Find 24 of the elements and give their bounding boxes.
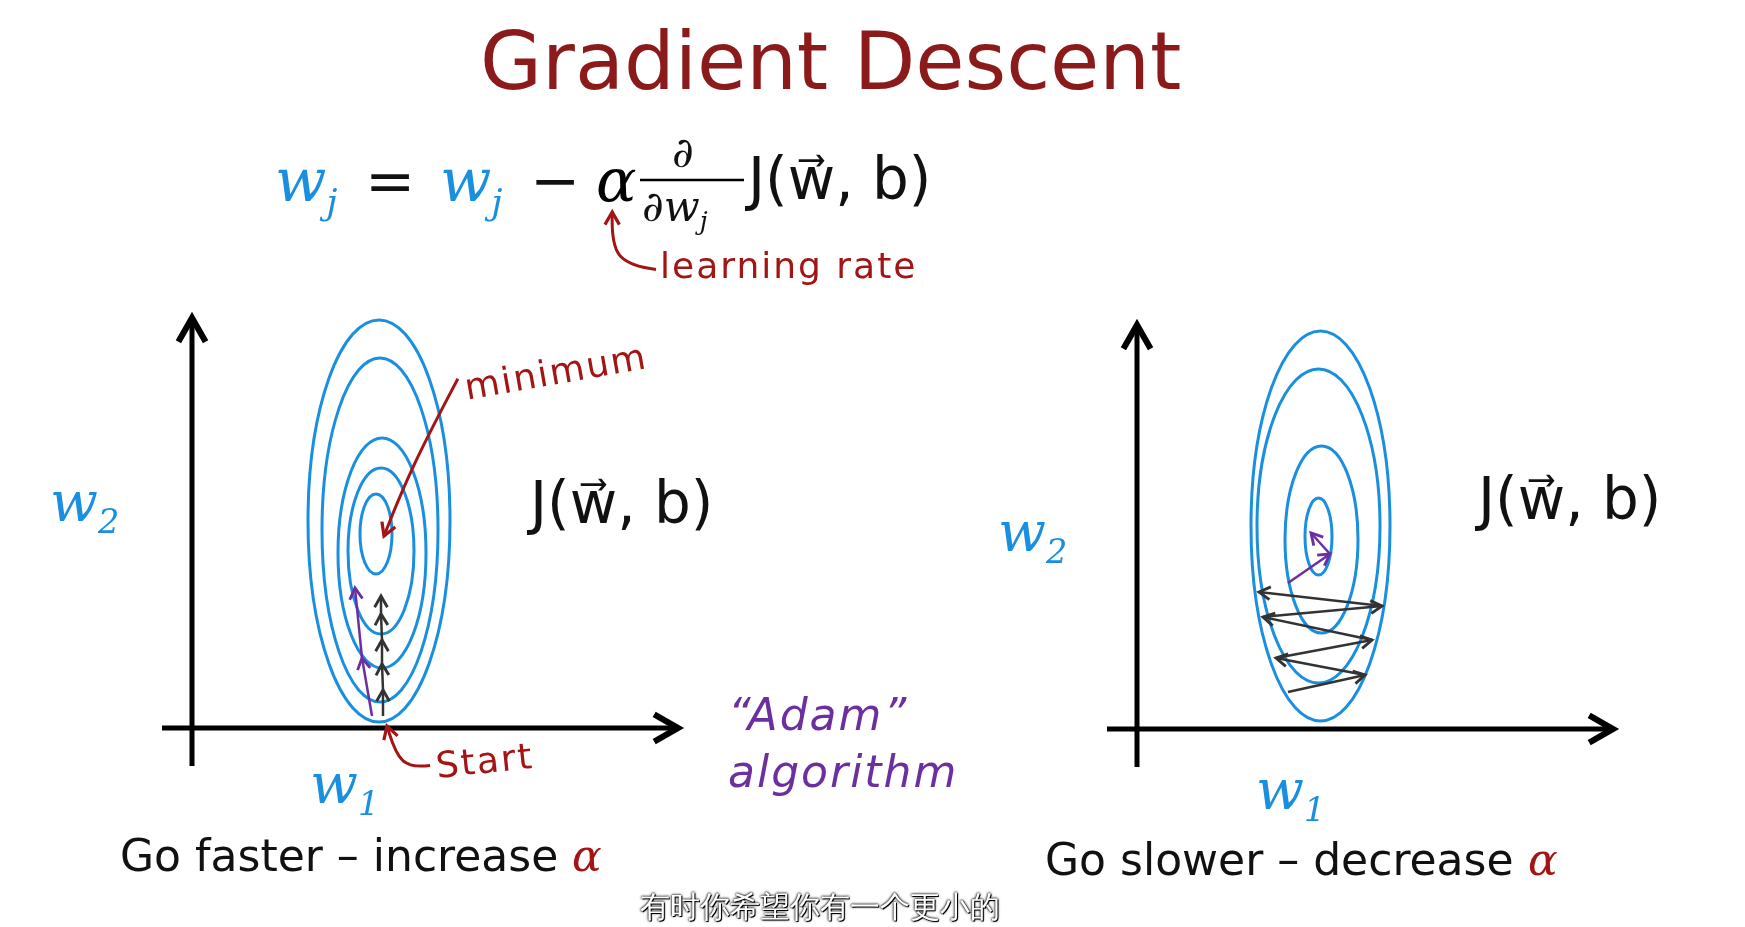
leader-arrow — [603, 210, 657, 272]
axis-label: w$_{1}$ — [1256, 762, 1326, 827]
math-symbol: ∂w$_{j}$ — [642, 186, 708, 234]
axis-label: w$_{2}$ — [998, 504, 1068, 569]
annotation-text: Start — [434, 737, 536, 784]
caption-text: Go slower – decrease — [1045, 838, 1514, 882]
math-symbol: w$_{j}$ — [275, 150, 338, 220]
leader-arrow — [382, 724, 431, 768]
math-symbol: − — [530, 150, 581, 210]
axis-label: w$_{2}$ — [50, 474, 120, 539]
math-symbol: α — [596, 150, 637, 210]
axis-label: w$_{1}$ — [310, 756, 380, 821]
leader-arrow — [380, 378, 460, 538]
math-symbol: α — [1528, 838, 1558, 882]
subtitle-text: 有时你希望你有一个更小的 — [640, 892, 1000, 922]
note-text: “Adam” algorithm — [728, 688, 960, 800]
caption-text: Go faster – increase — [120, 834, 559, 878]
math-symbol: α — [572, 834, 602, 878]
annotation-text: learning rate — [660, 248, 918, 284]
math-symbol: w$_{j}$ — [440, 150, 503, 220]
math-symbol: ∂ — [672, 132, 694, 174]
annotation-text: minimum — [461, 338, 651, 406]
math-symbol: = — [365, 150, 416, 210]
slide-title: Gradient Descent — [480, 22, 1182, 102]
